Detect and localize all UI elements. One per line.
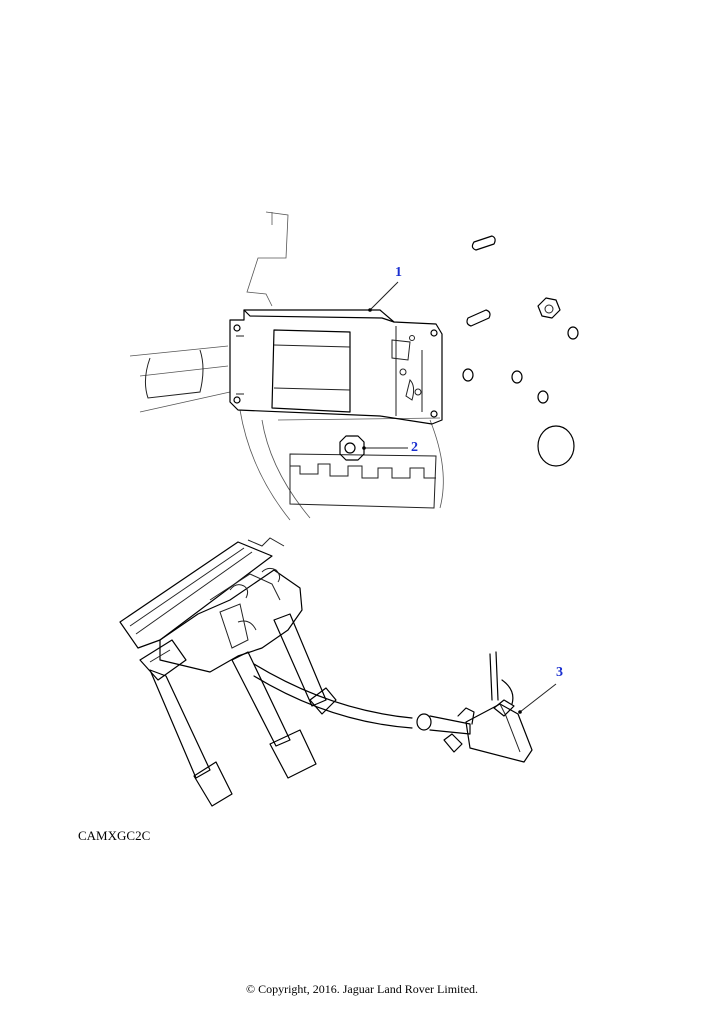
sensor-part-3[interactable] xyxy=(416,651,533,763)
pedal-box-assembly xyxy=(119,537,337,807)
callout-1[interactable]: 1 xyxy=(395,265,402,280)
drawing-code-label: CAMXGC2C xyxy=(78,828,151,843)
callout-2[interactable]: 2 xyxy=(411,440,418,455)
sensor-cable xyxy=(253,663,413,729)
nut-part-2[interactable] xyxy=(339,435,365,461)
leader-lines-upper xyxy=(362,281,408,450)
copyright-notice: © Copyright, 2016. Jaguar Land Rover Lim… xyxy=(245,982,479,996)
bulkhead-structure xyxy=(129,211,444,521)
callout-3[interactable]: 3 xyxy=(556,665,563,680)
control-module-part-1[interactable] xyxy=(229,309,443,425)
studs-and-holes xyxy=(462,235,579,467)
leader-line-lower xyxy=(518,683,557,714)
mounting-bracket xyxy=(289,453,437,509)
